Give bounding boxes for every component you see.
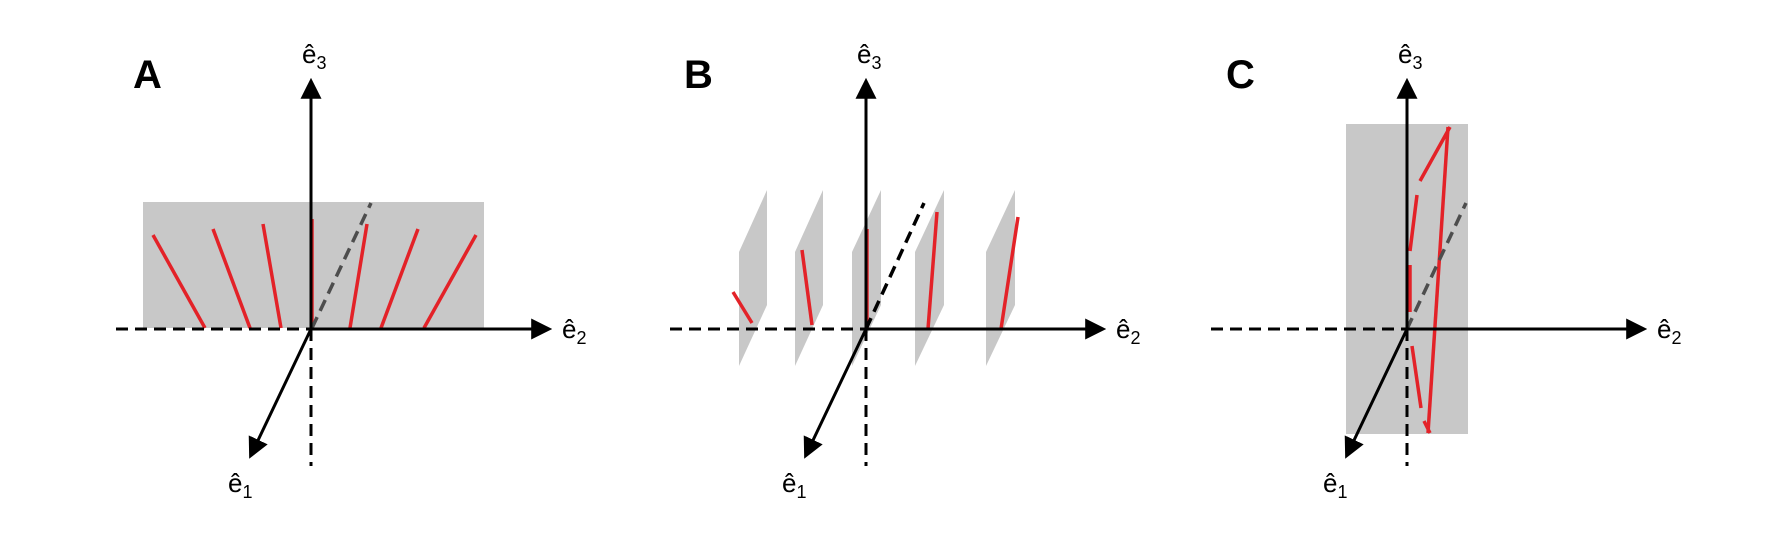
red-segment	[211, 228, 252, 329]
panel-label: A	[133, 53, 162, 97]
red-segment	[800, 249, 814, 326]
red-segment	[422, 234, 478, 329]
red-segment	[1422, 420, 1432, 434]
red-dashed-line	[1426, 126, 1450, 434]
red-segment	[1418, 126, 1452, 182]
panel-a: A ê3 ê2 ê1	[116, 39, 586, 502]
e1-axis	[248, 328, 313, 459]
e1-axis-label: ê1	[1323, 468, 1347, 502]
panel-c: C ê3 ê2 ê1	[1211, 39, 1681, 502]
e1-axis	[803, 328, 868, 459]
panel-b: B ê3 ê2 ê1	[670, 39, 1140, 502]
dashed-diagonal	[864, 202, 926, 330]
gray-plane	[795, 190, 823, 366]
e2-axis-label: ê2	[562, 314, 586, 348]
e3-axis-label: ê3	[302, 39, 326, 73]
e2-axis-label: ê2	[1657, 314, 1681, 348]
gray-planes	[739, 190, 1015, 366]
gray-plane	[986, 190, 1015, 366]
red-segment	[1408, 194, 1419, 252]
red-segment	[731, 291, 754, 324]
e1-axis-label: ê1	[782, 468, 806, 502]
gray-plane	[739, 190, 767, 366]
e3-axis-label: ê3	[1398, 39, 1422, 73]
red-segment	[151, 234, 207, 329]
e2-axis-label: ê2	[1116, 314, 1140, 348]
e3-axis-label: ê3	[857, 39, 881, 73]
dashed-diagonal	[1405, 202, 1468, 330]
dashed-diagonal	[310, 202, 373, 329]
red-segment	[999, 216, 1020, 330]
e1-axis	[1344, 328, 1409, 459]
red-segment	[261, 223, 283, 329]
panel-label: C	[1226, 53, 1255, 97]
e1-axis-label: ê1	[228, 468, 252, 502]
red-segment	[1410, 345, 1423, 409]
red-segment	[379, 228, 420, 329]
panel-label: B	[684, 53, 713, 97]
red-segment	[348, 223, 369, 329]
red-line-segments	[1408, 126, 1452, 434]
red-segment	[926, 211, 939, 330]
